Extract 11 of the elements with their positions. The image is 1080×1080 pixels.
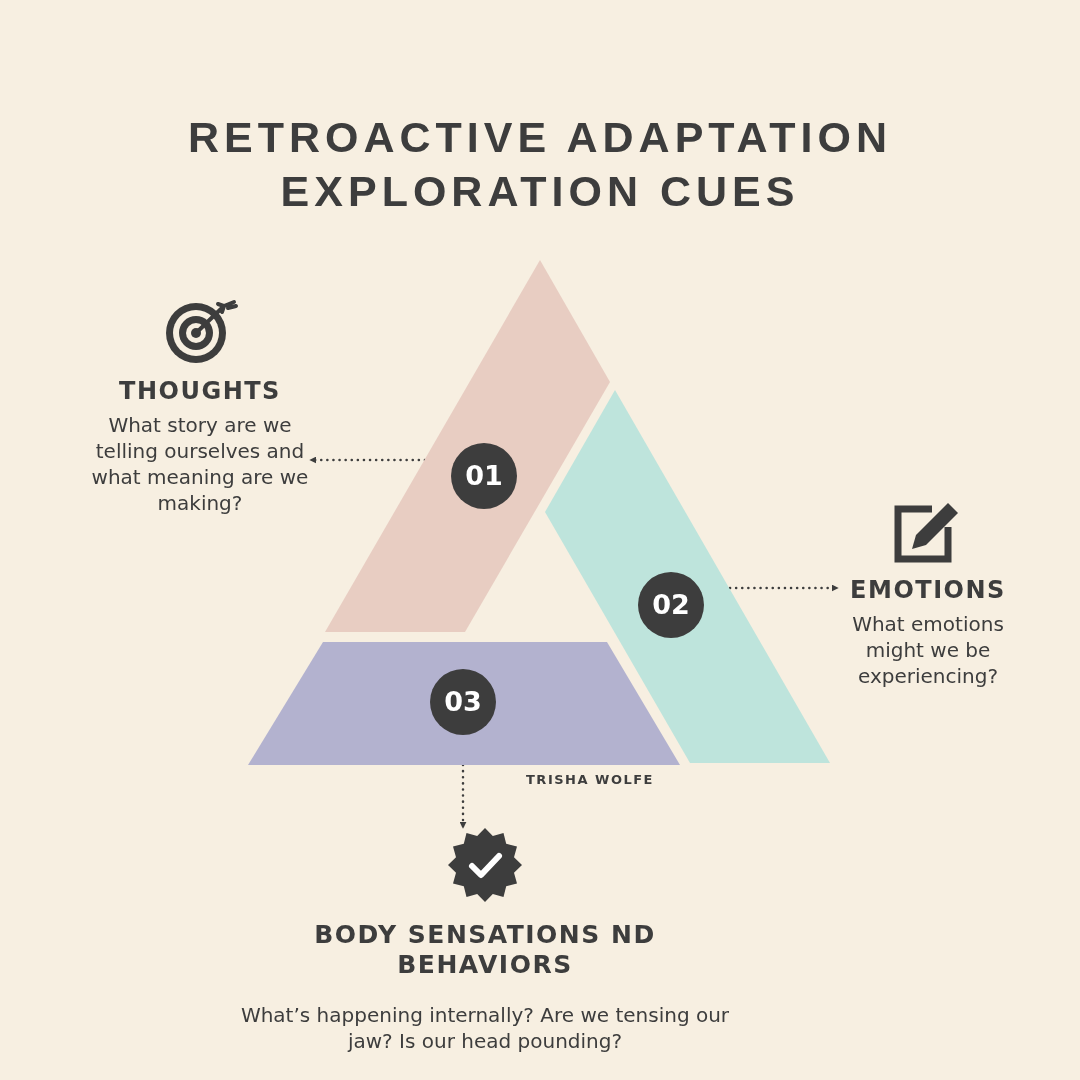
description: What emotions might we be experiencing? [851,611,1005,689]
author-credit: TRISHA WOLFE [526,772,654,787]
dotted-arrow [728,584,840,592]
heading: BODY SENSATIONS ND BEHAVIORS [313,920,657,980]
dotted-arrow [308,456,427,464]
description: What story are we telling ourselves and what meaning are we making? [90,412,310,516]
heading: EMOTIONS [849,575,1007,605]
heading: THOUGHTS [118,376,282,406]
dotted-arrow [459,763,467,830]
title: RETROACTIVE ADAPTATION EXPLORATION CUES [187,112,893,217]
description: What’s happening internally? Are we tensing our jaw? Is our head pounding? [239,1002,731,1054]
